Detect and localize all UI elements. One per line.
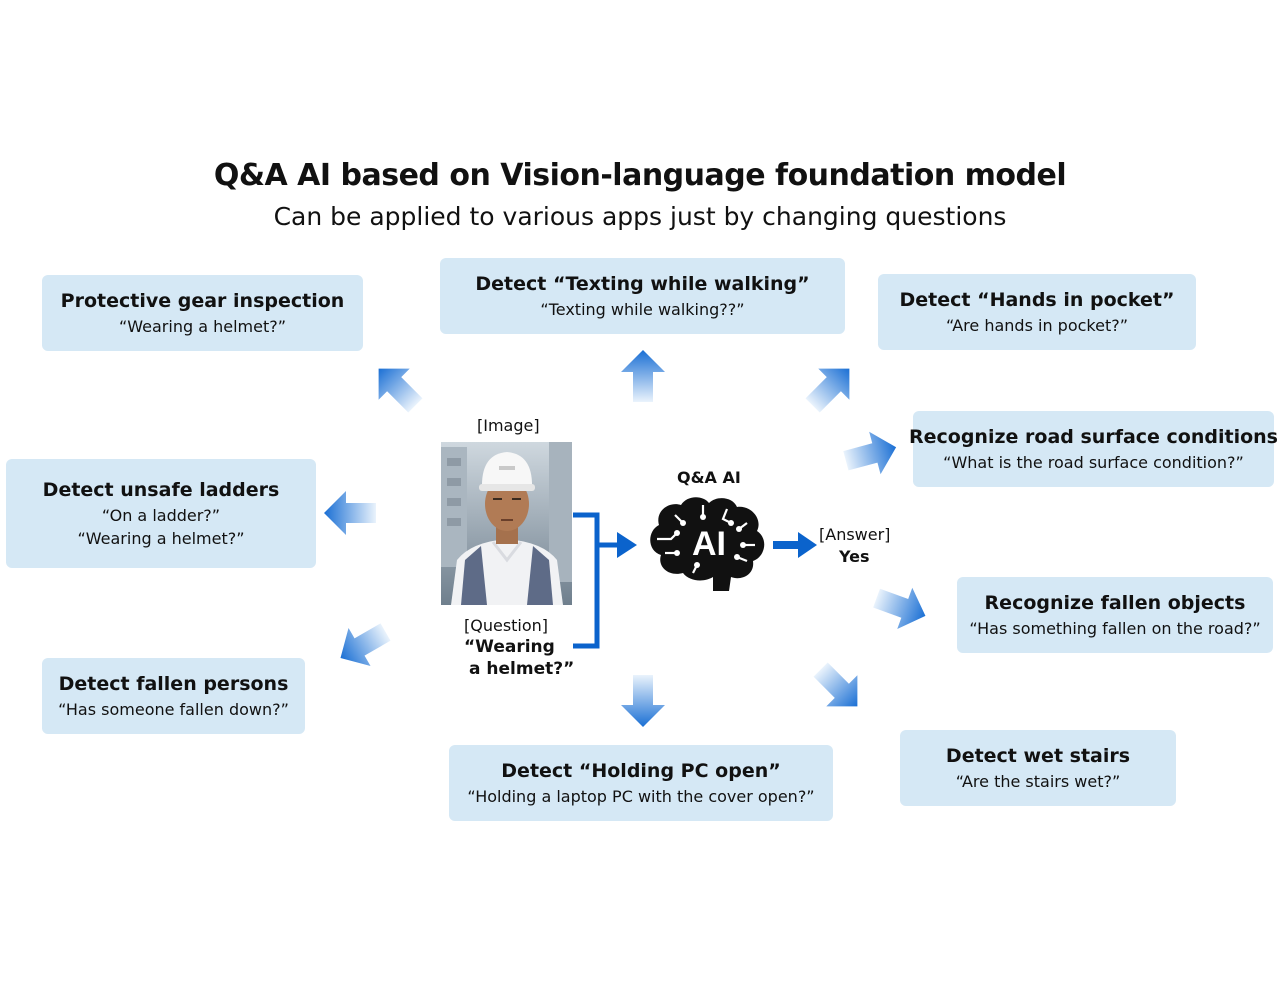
question-label: [Question] [464, 616, 549, 635]
input-bracket [573, 512, 600, 649]
app-box-fallen-persons: Detect fallen persons “Has someone falle… [42, 658, 305, 734]
question-text-line1: “Wearing [464, 637, 555, 657]
app-question: “Has someone fallen down?” [58, 700, 289, 719]
app-title: Detect “Hands in pocket” [899, 289, 1175, 311]
brain-icon-text: AI [692, 525, 726, 563]
app-box-texting: Detect “Texting while walking” “Texting … [440, 258, 845, 334]
arrow-right-up [840, 426, 902, 482]
app-question: “On a ladder?” [101, 506, 221, 525]
arrow-down [621, 675, 665, 727]
answer-label: [Answer] [819, 525, 891, 544]
app-title: Detect “Holding PC open” [501, 760, 781, 782]
app-box-holding-pc: Detect “Holding PC open” “Holding a lapt… [449, 745, 833, 821]
worker-photo-drawing [441, 442, 572, 605]
app-question: “Wearing a helmet?” [77, 529, 245, 548]
app-title: Recognize fallen objects [984, 592, 1246, 614]
app-title: Detect fallen persons [58, 673, 289, 695]
app-question: “Wearing a helmet?” [118, 317, 287, 336]
app-question: “Are the stairs wet?” [955, 772, 1121, 791]
app-question: “Holding a laptop PC with the cover open… [467, 787, 815, 806]
answer-value: Yes [839, 547, 870, 566]
arrow-up [621, 350, 665, 402]
arrow-up-left [363, 353, 431, 421]
app-title: Detect unsafe ladders [42, 479, 280, 501]
app-title: Protective gear inspection [60, 290, 345, 312]
app-box-unsafe-ladders: Detect unsafe ladders “On a ladder?” “We… [6, 459, 316, 568]
arrow-up-right [797, 353, 865, 421]
answer-arrowhead [798, 532, 817, 558]
ai-label: Q&A AI [677, 468, 741, 487]
diagram-subtitle: Can be applied to various apps just by c… [273, 202, 1007, 231]
app-question: “Has something fallen on the road?” [969, 619, 1261, 638]
worker-photo [441, 442, 572, 605]
arrow-down-right [805, 654, 873, 722]
brain-icon: AI [650, 497, 765, 591]
app-box-road-surface: Recognize road surface conditions “What … [909, 411, 1278, 487]
arrow-right-down [869, 577, 933, 637]
app-title: Recognize road surface conditions [909, 426, 1278, 448]
app-box-protective-gear: Protective gear inspection “Wearing a he… [42, 275, 363, 351]
arrow-down-left [329, 612, 397, 678]
app-question: “What is the road surface condition?” [943, 453, 1244, 472]
app-title: Detect “Texting while walking” [475, 273, 810, 295]
app-question: “Texting while walking??” [540, 300, 745, 319]
app-box-hands-in-pocket: Detect “Hands in pocket” “Are hands in p… [878, 274, 1196, 350]
input-arrowhead [617, 532, 637, 558]
app-box-fallen-objects: Recognize fallen objects “Has something … [957, 577, 1273, 653]
app-box-wet-stairs: Detect wet stairs “Are the stairs wet?” [900, 730, 1176, 806]
image-label: [Image] [477, 416, 540, 435]
diagram-title: Q&A AI based on Vision-language foundati… [213, 158, 1067, 193]
arrow-left [324, 491, 376, 535]
app-title: Detect wet stairs [945, 745, 1131, 767]
question-text-line2: a helmet?” [469, 659, 575, 679]
app-question: “Are hands in pocket?” [946, 316, 1128, 335]
